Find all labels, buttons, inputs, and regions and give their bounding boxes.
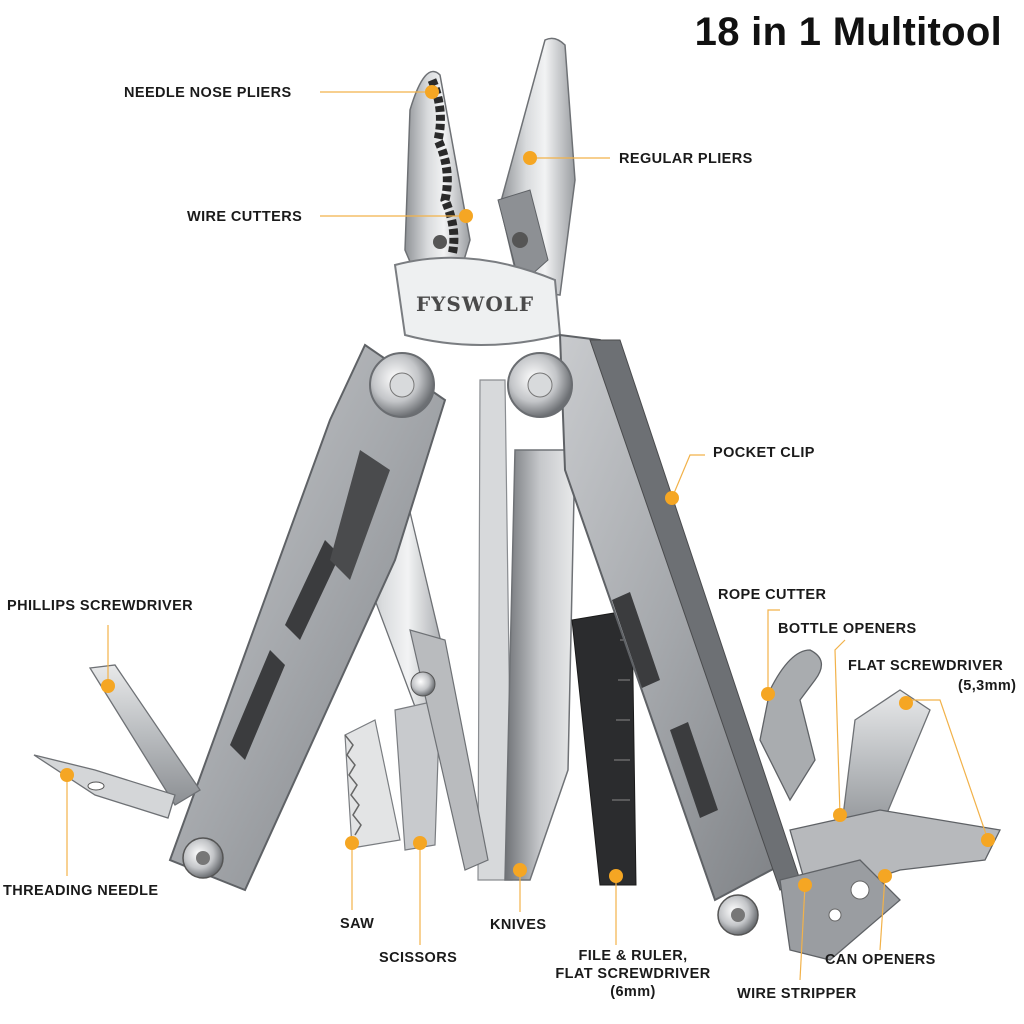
label-file-ruler-line1: FILE & RULER,	[578, 948, 688, 964]
label-needle-nose-pliers: NEEDLE NOSE PLIERS	[124, 85, 292, 101]
label-flat-screwdriver: FLAT SCREWDRIVER	[848, 658, 1004, 674]
dot-pocket-clip	[665, 491, 679, 505]
leader-wire-stripper	[799, 884, 806, 981]
brand-logo: FYSWOLF	[416, 292, 534, 316]
dot-wire-stripper	[798, 878, 812, 892]
leader-can-openers	[879, 875, 886, 951]
dot-scissors	[413, 836, 427, 850]
left-foldouts	[33, 664, 201, 819]
label-file-ruler-line3: (6mm)	[610, 984, 656, 1000]
dot-flat-screwdriver-tip	[981, 833, 995, 847]
right-foldouts	[759, 649, 1001, 961]
dot-can-openers	[878, 869, 892, 883]
label-file-ruler-line2: FLAT SCREWDRIVER	[555, 966, 711, 982]
dot-knives	[513, 863, 527, 877]
dot-bottle-openers	[833, 808, 847, 822]
pliers-jaws	[404, 37, 576, 296]
label-scissors: SCISSORS	[379, 950, 458, 966]
label-saw: SAW	[340, 916, 375, 932]
label-wire-stripper: WIRE STRIPPER	[737, 986, 857, 1002]
dot-threading-needle	[60, 768, 74, 782]
leader-rope-cutter	[767, 609, 780, 693]
label-knives: KNIVES	[490, 917, 547, 933]
leader-lines	[66, 91, 989, 981]
label-flat-screwdriver-size: (5,3mm)	[958, 678, 1017, 694]
left-handle	[168, 343, 447, 892]
right-handle	[507, 333, 801, 936]
dot-file-ruler	[609, 869, 623, 883]
dot-wire-cutters	[459, 209, 473, 223]
dot-rope-cutter	[761, 687, 775, 701]
leader-pocket-clip	[671, 454, 705, 499]
dot-saw	[345, 836, 359, 850]
label-rope-cutter: ROPE CUTTER	[718, 587, 827, 603]
label-file-ruler: FILE & RULER, FLAT SCREWDRIVER (6mm)	[528, 947, 738, 1001]
dot-regular-pliers	[523, 151, 537, 165]
page-title: 18 in 1 Multitool	[694, 10, 1002, 54]
leader-flat-screwdriver	[912, 699, 989, 841]
marker-dots	[60, 85, 995, 892]
label-phillips-screwdriver: PHILLIPS SCREWDRIVER	[7, 598, 194, 614]
dot-needle-nose-pliers	[425, 85, 439, 99]
pivot-head: FYSWOLF	[393, 256, 562, 346]
label-can-openers: CAN OPENERS	[825, 952, 936, 968]
dot-flat-screwdriver	[899, 696, 913, 710]
label-regular-pliers: REGULAR PLIERS	[619, 151, 753, 167]
label-bottle-openers: BOTTLE OPENERS	[778, 621, 917, 637]
center-tools	[344, 379, 637, 886]
label-threading-needle: THREADING NEEDLE	[3, 883, 159, 899]
label-pocket-clip: POCKET CLIP	[713, 445, 815, 461]
dot-phillips-screwdriver	[101, 679, 115, 693]
leader-bottle-openers	[834, 639, 846, 816]
label-wire-cutters: WIRE CUTTERS	[187, 209, 303, 225]
